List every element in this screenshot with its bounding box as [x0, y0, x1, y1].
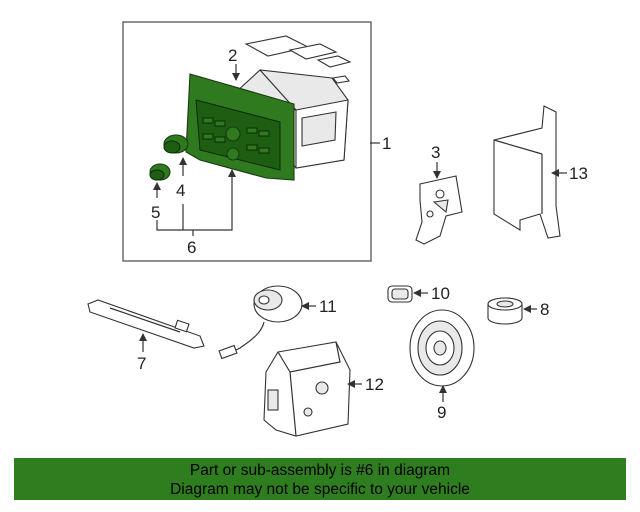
- part-6-control-faceplate[interactable]: [185, 73, 295, 181]
- callout-9: 9: [437, 403, 446, 422]
- callout-8: 8: [540, 300, 549, 319]
- part-11-blower-motor[interactable]: [218, 285, 303, 360]
- callout-2: 2: [228, 46, 237, 65]
- part-10-grommet[interactable]: [387, 285, 413, 303]
- faceplate-knob-upper: [225, 126, 241, 142]
- banner-line-part-number: Part or sub-assembly is #6 in diagram: [189, 462, 451, 479]
- callout-5: 5: [151, 203, 160, 222]
- part-5-volume-knob[interactable]: [149, 163, 171, 181]
- part-8-bushing[interactable]: [487, 297, 523, 325]
- callout-12: 12: [365, 375, 384, 394]
- banner-line-disclaimer: Diagram may not be specific to your vehi…: [170, 481, 470, 498]
- part-4-tuning-knob[interactable]: [163, 134, 189, 154]
- part-12-actuator-housing[interactable]: [263, 341, 351, 437]
- callout-7: 7: [137, 354, 146, 373]
- callout-3: 3: [431, 143, 440, 162]
- callout-6: 6: [187, 238, 196, 257]
- callout-1: 1: [382, 134, 391, 153]
- part-13-control-module[interactable]: [493, 105, 561, 239]
- part-2-label-sheets[interactable]: [244, 35, 352, 84]
- part-3-mounting-bracket[interactable]: [415, 175, 463, 245]
- callout-4: 4: [176, 181, 185, 200]
- part-notice-banner: Part or sub-assembly is #6 in diagram Di…: [14, 458, 626, 500]
- part-7-antenna-strip[interactable]: [87, 299, 205, 349]
- callout-13: 13: [569, 164, 588, 183]
- exploded-parts-diagram: 2 1 4 5 6 3 13 7 11 10 8 9 12: [87, 21, 588, 437]
- part-9-speaker[interactable]: [409, 309, 475, 387]
- callout-11: 11: [319, 297, 337, 316]
- faceplate-knob-lower: [226, 147, 240, 161]
- callout-10: 10: [431, 284, 450, 303]
